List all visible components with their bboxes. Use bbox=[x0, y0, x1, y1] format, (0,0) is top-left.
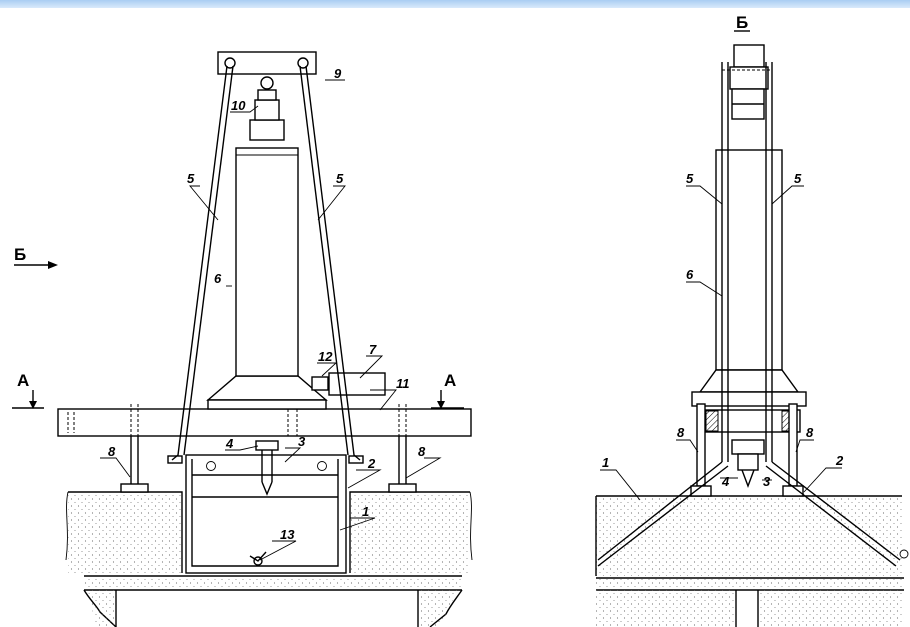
side-label-5-right: 5 bbox=[794, 171, 802, 186]
side-tie-rods bbox=[597, 62, 909, 567]
side-jack bbox=[691, 44, 807, 433]
foundation-block bbox=[65, 491, 473, 627]
label-7: 7 bbox=[369, 342, 377, 357]
side-leader-lines bbox=[600, 185, 842, 501]
side-label-8-left: 8 bbox=[677, 425, 685, 440]
front-view: 5 5 6 9 10 12 7 11 4 3 2 1 13 8 8 Б А А bbox=[12, 51, 473, 627]
label-13: 13 bbox=[280, 527, 295, 542]
tie-rods bbox=[171, 51, 361, 461]
label-11: 11 bbox=[396, 376, 410, 391]
side-view: Б bbox=[595, 13, 909, 627]
section-a-right: А bbox=[444, 371, 456, 390]
label-6: 6 bbox=[214, 271, 222, 286]
top-title-bar bbox=[0, 0, 910, 8]
label-4: 4 bbox=[225, 436, 234, 451]
side-label-5-left: 5 bbox=[686, 171, 694, 186]
label-12: 12 bbox=[318, 349, 333, 364]
side-label-6: 6 bbox=[686, 267, 694, 282]
label-1: 1 bbox=[362, 504, 369, 519]
test-sample-frame bbox=[167, 440, 364, 574]
section-a-left: А bbox=[17, 371, 29, 390]
side-label-3: 3 bbox=[763, 474, 771, 489]
side-label-1: 1 bbox=[602, 455, 609, 470]
label-2: 2 bbox=[367, 456, 376, 471]
side-foundation bbox=[595, 495, 904, 627]
label-5-right: 5 bbox=[336, 171, 344, 186]
label-8-right: 8 bbox=[418, 444, 426, 459]
leader-lines bbox=[100, 79, 442, 561]
label-3: 3 bbox=[298, 434, 306, 449]
label-9: 9 bbox=[334, 66, 342, 81]
label-10: 10 bbox=[231, 98, 246, 113]
side-label-8-right: 8 bbox=[806, 425, 814, 440]
label-8-left: 8 bbox=[108, 444, 116, 459]
view-b-marker: Б bbox=[14, 245, 26, 264]
support-legs bbox=[120, 436, 417, 493]
side-label-2: 2 bbox=[835, 453, 844, 468]
side-label-4: 4 bbox=[721, 474, 730, 489]
side-bolt bbox=[731, 439, 765, 488]
hydraulic-jack bbox=[206, 76, 386, 410]
section-markers bbox=[12, 261, 464, 409]
label-5-left: 5 bbox=[187, 171, 195, 186]
side-view-title: Б bbox=[736, 13, 748, 32]
